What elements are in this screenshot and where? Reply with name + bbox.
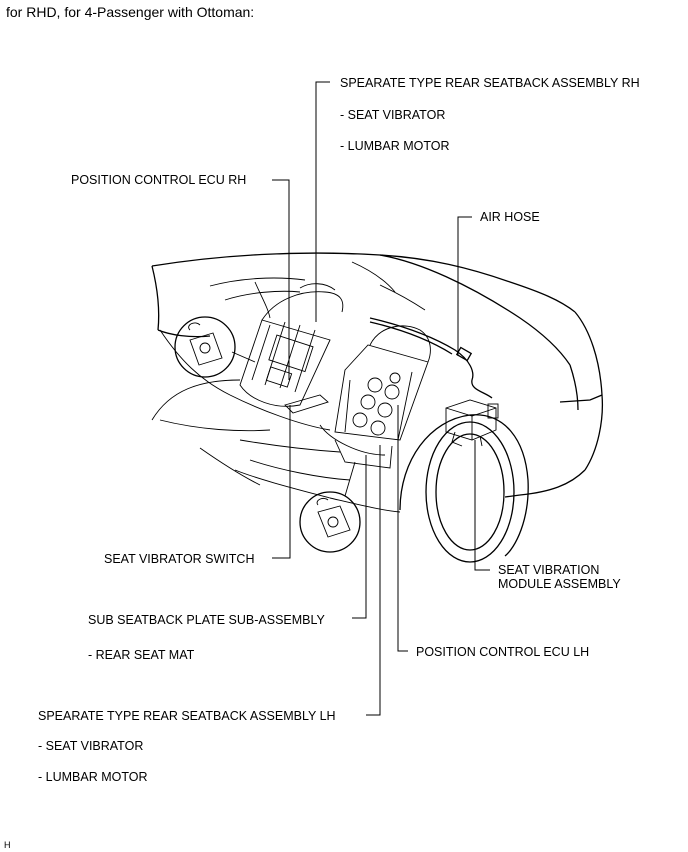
- lh-seatback: [319, 325, 431, 469]
- rear-wheel: [399, 414, 529, 563]
- vibration-module-label-2: MODULE ASSEMBLY: [498, 577, 621, 591]
- ecu-lh-label: POSITION CONTROL ECU LH: [416, 645, 590, 659]
- rh-seatback: [239, 283, 344, 414]
- rh-seat-vibrator-label: - SEAT VIBRATOR: [340, 108, 446, 122]
- vibration-module: [445, 399, 499, 447]
- lh-seat-vibrator-label: - SEAT VIBRATOR: [38, 739, 144, 753]
- detail-circle-lower: [299, 461, 361, 553]
- sub-seatback-label: SUB SEATBACK PLATE SUB-ASSEMBLY: [88, 613, 325, 627]
- corner-mark: H: [4, 840, 11, 850]
- lh-seatback-label: SPEARATE TYPE REAR SEATBACK ASSEMBLY LH: [38, 709, 336, 723]
- car-body: [151, 252, 604, 498]
- air-hose-tube: [369, 317, 493, 399]
- rh-lumbar-motor-label: - LUMBAR MOTOR: [340, 139, 450, 153]
- air-hose-label: AIR HOSE: [480, 210, 540, 224]
- vibrator-switch-label: SEAT VIBRATOR SWITCH: [104, 552, 255, 566]
- lh-lumbar-motor-label: - LUMBAR MOTOR: [38, 770, 148, 784]
- rear-seat-mat-label: - REAR SEAT MAT: [88, 648, 195, 662]
- leader-lines: [272, 81, 490, 716]
- detail-circle-upper: [174, 316, 256, 378]
- page-title: for RHD, for 4-Passenger with Ottoman:: [6, 4, 255, 20]
- rh-seatback-label: SPEARATE TYPE REAR SEATBACK ASSEMBLY RH: [340, 76, 640, 90]
- ecu-rh-label: POSITION CONTROL ECU RH: [71, 173, 247, 187]
- vibration-module-label-1: SEAT VIBRATION: [498, 563, 600, 577]
